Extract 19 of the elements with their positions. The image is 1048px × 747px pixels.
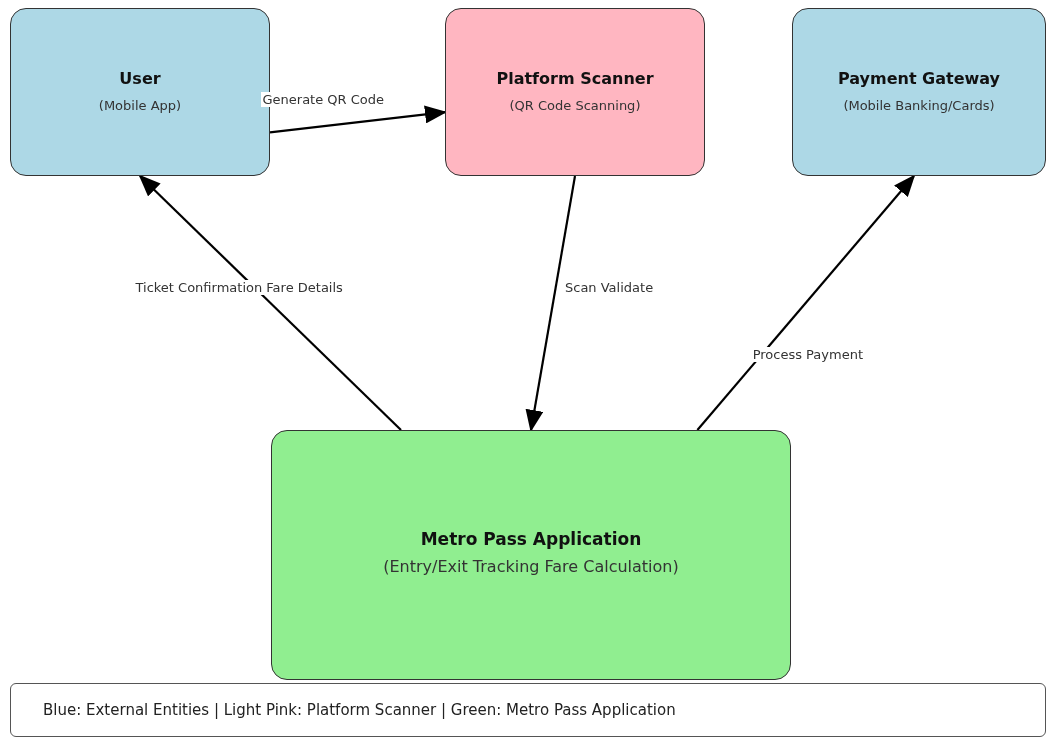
process-box: [445, 8, 705, 176]
legend-text: Blue: External Entities | Light Pink: Platform Scanner | Green: Metro Pass Application: [43, 701, 676, 719]
entity-box: [792, 8, 1046, 176]
arrow: [696, 174, 916, 431]
edge-label: Generate QR Code: [260, 92, 387, 108]
node-subtitle: (Mobile Banking/Cards): [843, 98, 995, 113]
node-title: Metro Pass Application: [420, 529, 642, 549]
application-box: [271, 430, 791, 680]
arrow: [269, 105, 447, 134]
arrow: [138, 174, 402, 431]
arrow: [525, 175, 577, 432]
edge-label: Ticket Confirmation Fare Details: [133, 280, 345, 295]
edge-label: Scan Validate: [563, 280, 656, 295]
node-subtitle: (Mobile App): [98, 98, 182, 113]
node-title: User: [119, 69, 161, 88]
node-title: Platform Scanner: [496, 69, 654, 88]
node-title: Payment Gateway: [837, 69, 1001, 88]
node-subtitle: (QR Code Scanning): [509, 98, 641, 113]
node-subtitle: (Entry/Exit Tracking Fare Calculation): [383, 557, 679, 576]
